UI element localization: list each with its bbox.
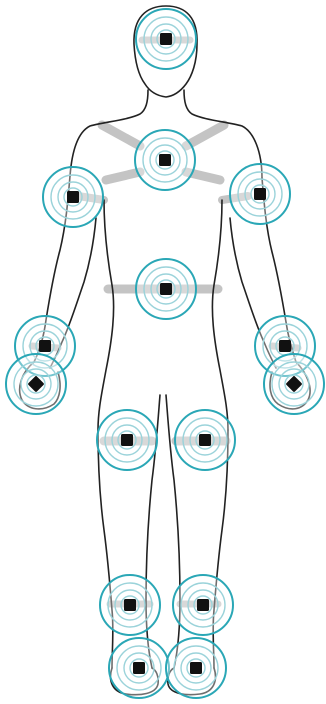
left-foot-sensor-chip bbox=[133, 662, 145, 674]
left-hand-sensor bbox=[6, 354, 66, 414]
right-wrist-sensor-chip bbox=[279, 340, 291, 352]
right-hand-sensor bbox=[264, 354, 324, 414]
chest-strap-left-lower bbox=[106, 172, 140, 180]
right-foot-sensor bbox=[166, 638, 226, 698]
left-shoulder-sensor bbox=[43, 167, 103, 227]
sensor-straps bbox=[32, 40, 298, 604]
right-foot-sensor-chip bbox=[190, 662, 202, 674]
head-sensor bbox=[136, 9, 196, 69]
left-torso-side bbox=[98, 200, 114, 430]
left-knee-sensor-chip bbox=[121, 434, 133, 446]
left-ankle-sensor bbox=[100, 575, 160, 635]
right-knee-sensor bbox=[175, 410, 235, 470]
chest-sensor bbox=[135, 130, 195, 190]
chest-strap-right bbox=[186, 125, 224, 146]
chest-strap-left bbox=[102, 125, 140, 146]
waist-sensor-chip bbox=[160, 283, 172, 295]
right-ankle-sensor bbox=[173, 575, 233, 635]
right-ankle-sensor-chip bbox=[197, 599, 209, 611]
sensors bbox=[6, 9, 324, 698]
left-knee-sensor bbox=[97, 410, 157, 470]
right-shoulder-sensor-chip bbox=[254, 188, 266, 200]
right-torso-side bbox=[212, 200, 228, 430]
left-foot-sensor bbox=[109, 638, 169, 698]
left-ankle-sensor-chip bbox=[124, 599, 136, 611]
chest-sensor-chip bbox=[159, 154, 171, 166]
waist-sensor bbox=[136, 259, 196, 319]
right-knee-sensor-chip bbox=[199, 434, 211, 446]
right-shoulder-sensor bbox=[230, 164, 290, 224]
head-sensor-chip bbox=[160, 33, 172, 45]
left-shoulder-sensor-chip bbox=[67, 191, 79, 203]
left-wrist-sensor-chip bbox=[39, 340, 51, 352]
